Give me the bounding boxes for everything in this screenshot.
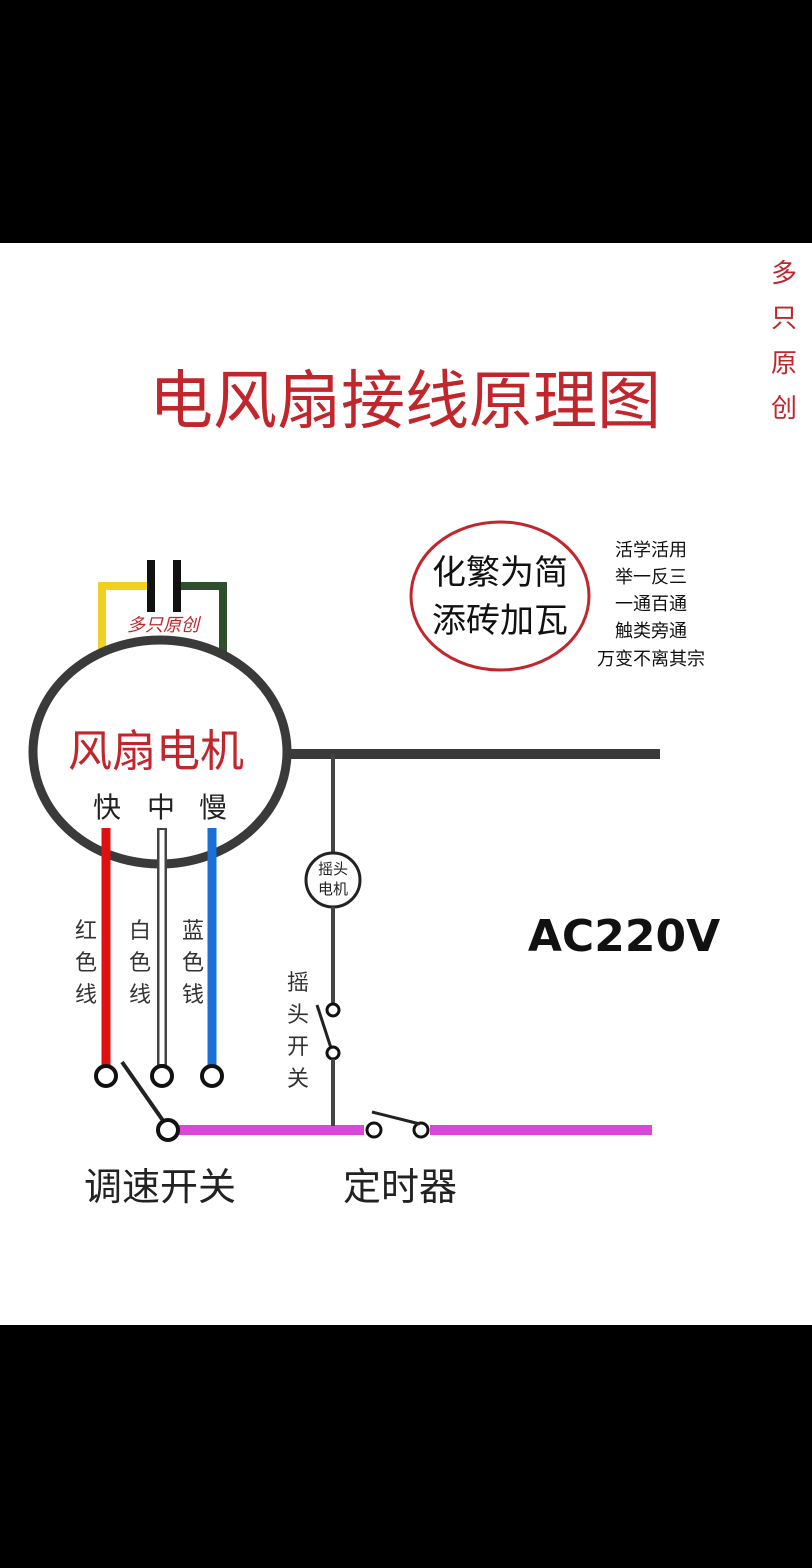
oscillating-motor-label-2: 电机 xyxy=(318,880,348,898)
timer-terminal-left xyxy=(365,1121,383,1139)
terminal-fast xyxy=(94,1064,118,1088)
blue-wire-label: 蓝 色 钱 xyxy=(182,919,204,1008)
wire-label-char: 线 xyxy=(129,983,151,1008)
wire-label-char: 钱 xyxy=(182,983,204,1008)
oscillating-motor-label-1: 摇头 xyxy=(318,860,348,878)
watermark-char: 原 xyxy=(771,349,797,379)
motto-list-item: 一通百通 xyxy=(615,594,687,615)
wire-label-char: 色 xyxy=(75,951,97,976)
diagram-title: 电风扇接线原理图 xyxy=(149,365,661,439)
oscillation-switch-char: 开 xyxy=(287,1035,309,1060)
timer-label: 定时器 xyxy=(343,1165,457,1209)
capacitor-plate-right xyxy=(173,560,181,612)
white-wire-label: 白 色 线 xyxy=(129,919,151,1008)
capacitor-plate-left xyxy=(147,560,155,612)
voltage-label: AC220V xyxy=(528,911,720,962)
speed-fast-label: 快 xyxy=(93,791,121,824)
motto-list-item: 活学活用 xyxy=(615,540,687,561)
oscillation-switch-bottom-terminal xyxy=(325,1045,341,1061)
motto-list: 活学活用 举一反三 一通百通 触类旁通 万变不离其宗 xyxy=(597,540,705,670)
speed-switch-label: 调速开关 xyxy=(84,1165,236,1209)
oscillation-switch-char: 头 xyxy=(287,1003,309,1028)
motto-list-item: 万变不离其宗 xyxy=(597,649,705,670)
speed-switch-blade xyxy=(120,1060,166,1124)
motto-list-item: 触类旁通 xyxy=(615,621,687,642)
capacitor-label: 多只原创 xyxy=(127,615,202,636)
wire-label-char: 色 xyxy=(182,951,204,976)
motto-line-2: 添砖加瓦 xyxy=(432,601,568,641)
wire-label-char: 线 xyxy=(75,983,97,1008)
oscillation-switch-blade xyxy=(315,1004,333,1049)
speed-medium-label: 中 xyxy=(147,791,175,824)
vertical-watermark: 多 只 原 创 xyxy=(771,259,797,424)
terminal-slow xyxy=(200,1064,224,1088)
watermark-char: 只 xyxy=(771,304,797,334)
wire-label-char: 白 xyxy=(129,919,151,944)
oscillation-switch-char: 摇 xyxy=(287,971,309,996)
motto-line-1: 化繁为简 xyxy=(432,553,568,593)
watermark-char: 创 xyxy=(771,394,797,424)
wire-label-char: 色 xyxy=(129,951,151,976)
speed-slow-label: 慢 xyxy=(199,791,227,824)
speed-switch-pivot xyxy=(156,1118,180,1142)
oscillation-switch-top-terminal xyxy=(325,1002,341,1018)
timer-switch-blade xyxy=(371,1110,421,1126)
watermark-char: 多 xyxy=(771,259,797,289)
oscillation-switch-label: 摇 头 开 关 xyxy=(287,971,309,1092)
oscillation-switch-char: 关 xyxy=(287,1067,309,1092)
motto-list-item: 举一反三 xyxy=(615,567,687,588)
fan-motor-label: 风扇电机 xyxy=(68,726,244,777)
motto-circle xyxy=(409,520,591,672)
red-wire-label: 红 色 线 xyxy=(75,919,97,1008)
timer-terminal-right xyxy=(412,1121,430,1139)
wire-label-char: 红 xyxy=(75,919,97,944)
wire-label-char: 蓝 xyxy=(182,919,204,944)
terminal-medium xyxy=(150,1064,174,1088)
